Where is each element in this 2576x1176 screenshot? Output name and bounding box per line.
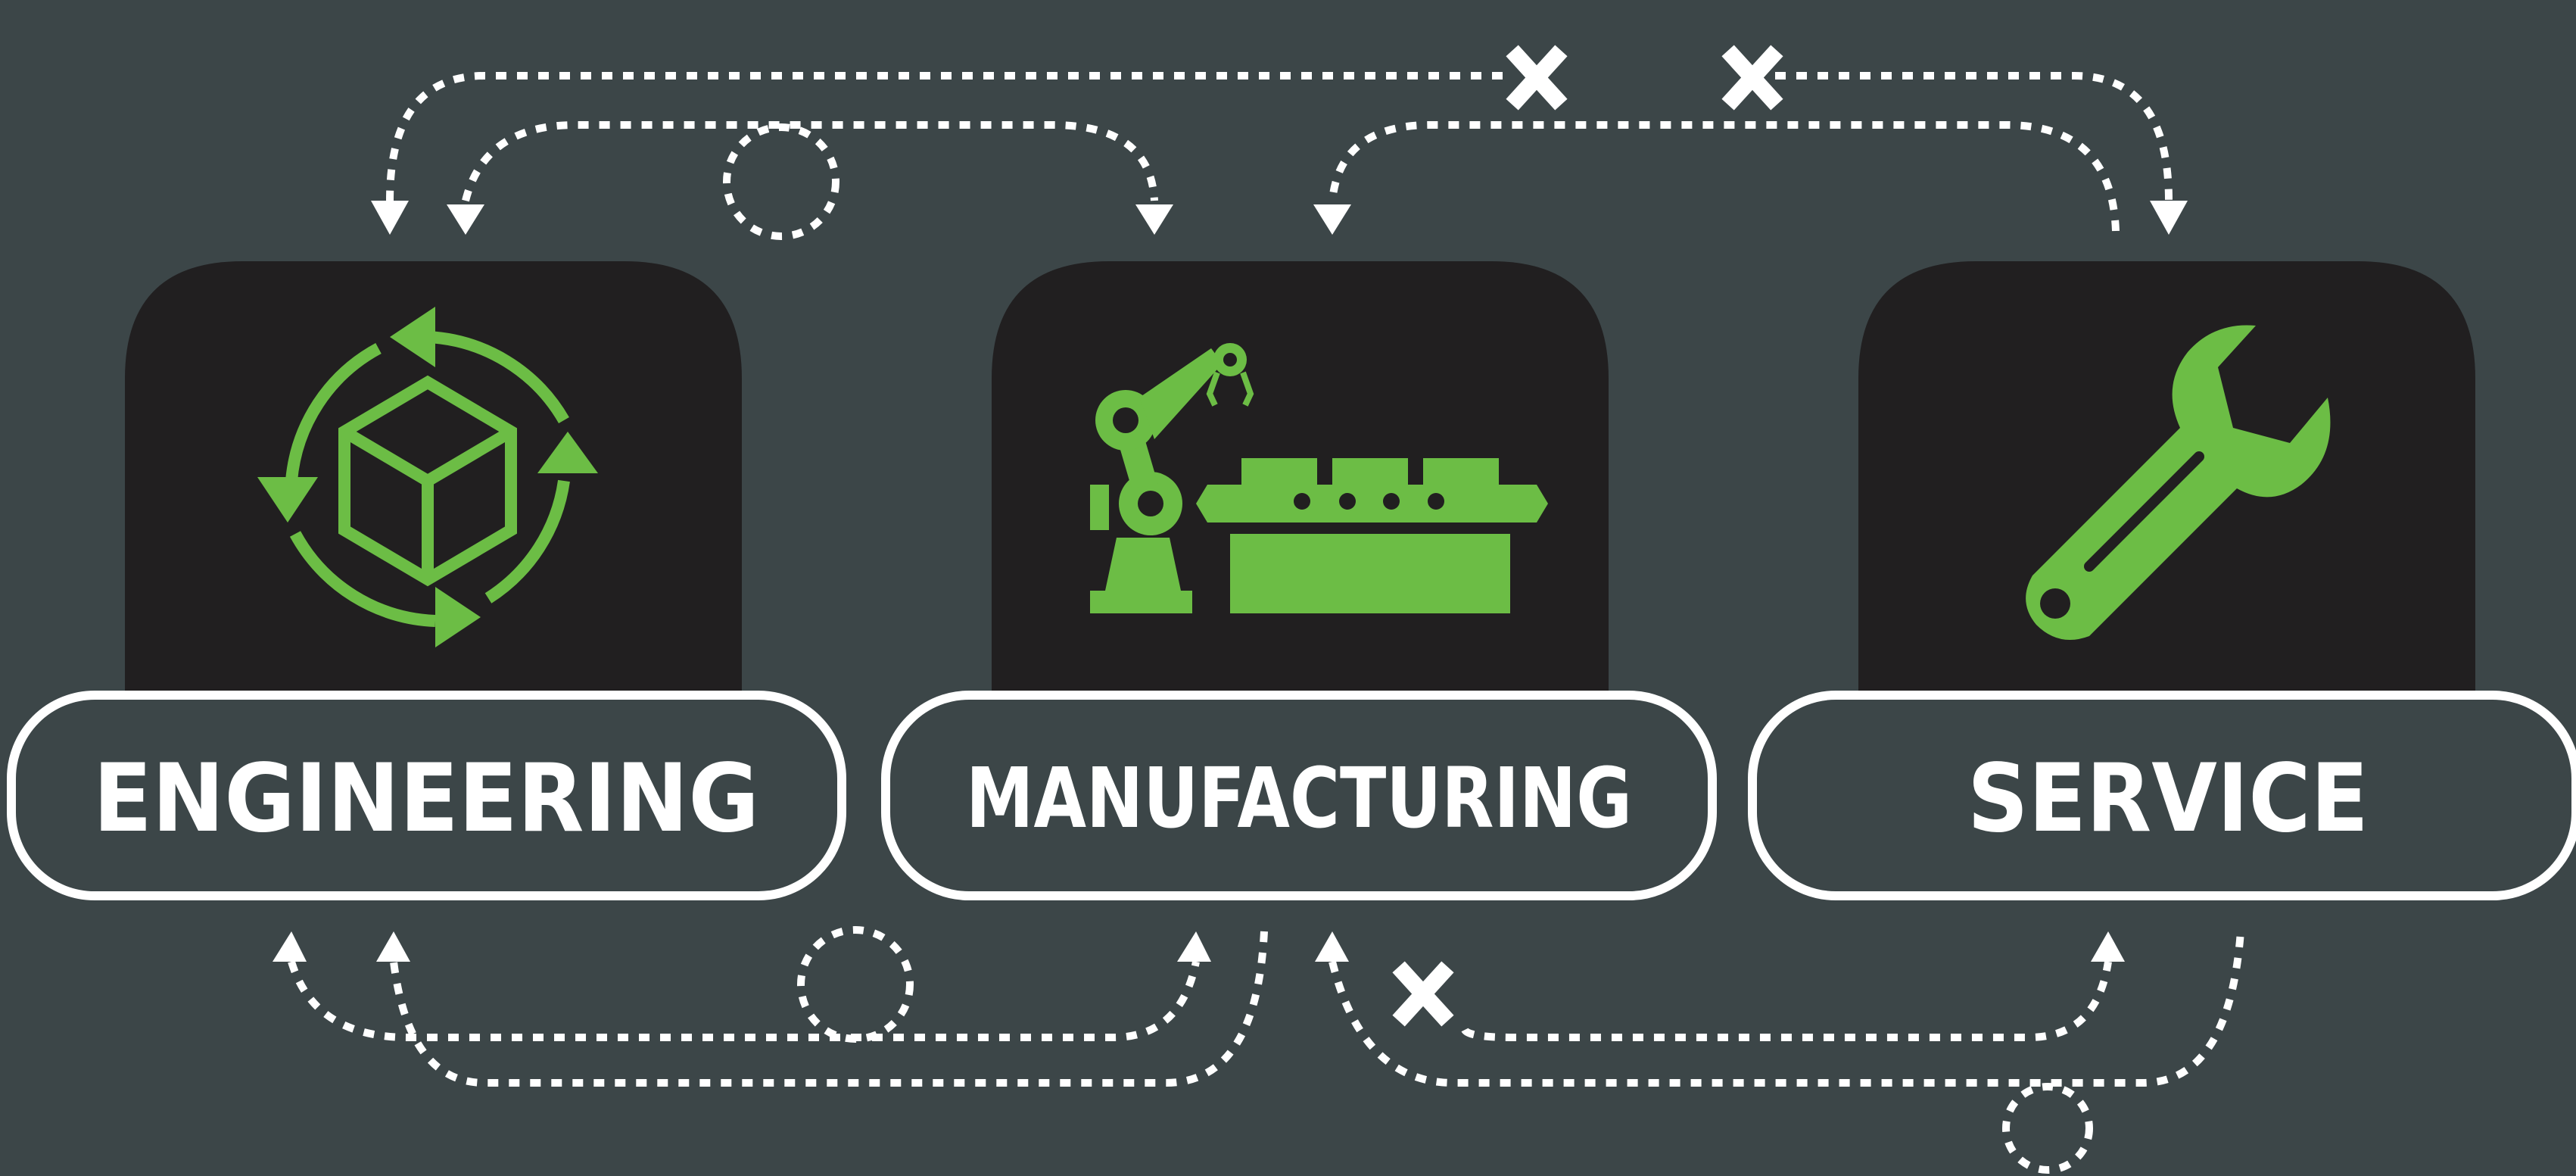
arrowhead-down-icon — [1135, 204, 1173, 235]
loop-icon — [797, 926, 914, 1043]
stage-engineering: ENGINEERING — [7, 261, 846, 900]
cube-cycle-icon — [285, 331, 570, 627]
connector-top-outer-left — [386, 72, 1503, 201]
x-mark-icon — [1721, 45, 1783, 111]
robot-arm-conveyor-icon — [1090, 343, 1548, 613]
top-blocked-markers — [1506, 45, 1783, 111]
connector-top-svc-mfg — [1328, 121, 2120, 232]
bottom-blocked-markers — [1392, 961, 1454, 1027]
label-pill — [7, 691, 846, 900]
x-mark-icon — [1506, 45, 1568, 111]
connector-bottom-svc-mfg — [1461, 961, 2112, 1041]
arrowhead-down-icon — [371, 201, 409, 235]
stage-label: MANUFACTURING — [966, 750, 1632, 847]
arrowhead-down-icon — [447, 204, 484, 235]
arrowhead-up-icon — [1315, 931, 1349, 962]
arrowhead-down-icon — [1313, 204, 1351, 235]
stage-service: SERVICE — [1748, 261, 2576, 900]
bottom-arrowheads — [273, 931, 2125, 962]
connector-top-eng-mfg — [462, 121, 1158, 202]
stage-label: ENGINEERING — [93, 744, 759, 853]
arrowhead-up-icon — [376, 931, 410, 962]
x-mark-icon — [1392, 961, 1454, 1027]
label-pill — [881, 691, 1717, 900]
label-pill — [1748, 691, 2576, 900]
connector-top-outer-right — [1775, 72, 2173, 201]
bottom-connectors — [288, 926, 2244, 1174]
wrench-icon — [2026, 325, 2331, 640]
top-arrowheads — [371, 201, 2188, 235]
arrowhead-up-icon — [1177, 931, 1211, 962]
connector-bottom-eng-mfg — [288, 960, 1200, 1041]
connector-bottom-mfg-svc — [1328, 931, 2244, 1087]
arrowhead-up-icon — [273, 931, 307, 962]
arrowhead-up-icon — [2091, 931, 2125, 962]
loop-icon — [2002, 1083, 2093, 1174]
stage-manufacturing: MANUFACTURING — [881, 261, 1717, 900]
top-connectors — [386, 72, 2173, 240]
connector-bottom-mfg-eng — [390, 931, 1268, 1087]
loop-icon — [723, 123, 839, 240]
cycle-arrowheads — [257, 307, 598, 647]
stage-label: SERVICE — [1967, 744, 2369, 853]
arrowhead-down-icon — [2150, 201, 2188, 235]
